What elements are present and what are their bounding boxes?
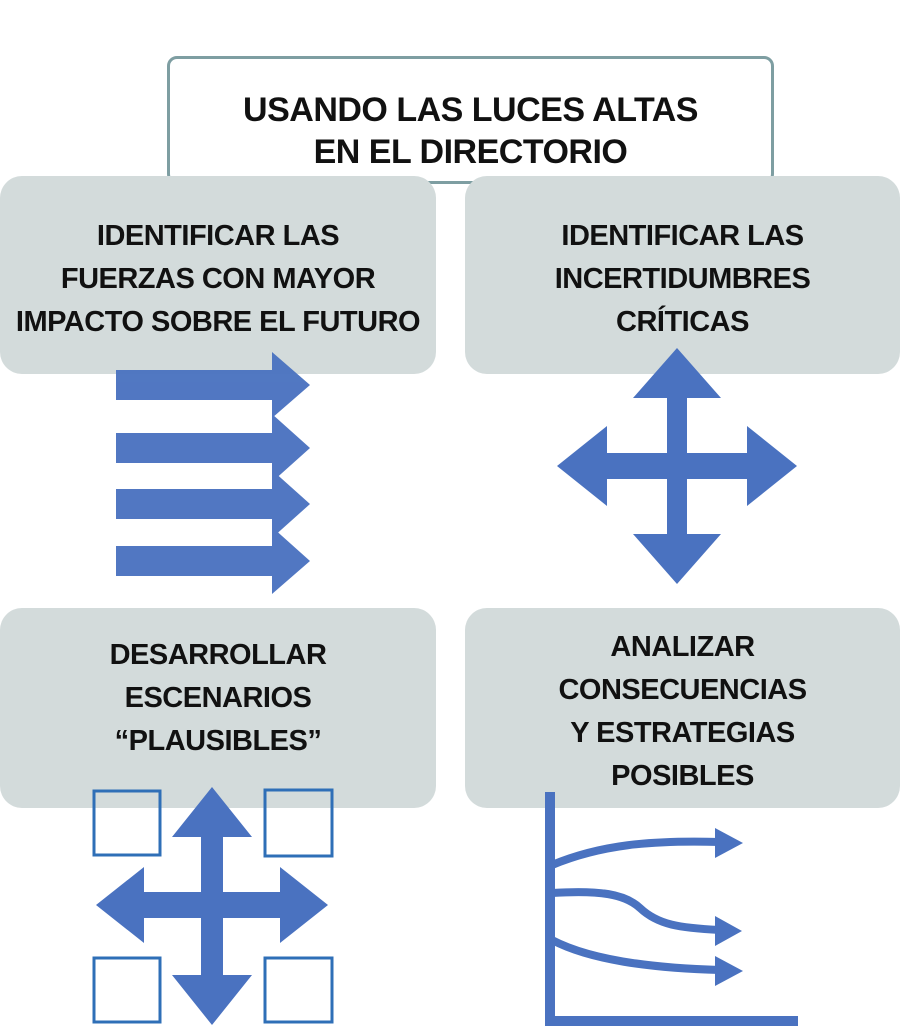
step-2-line-2: INCERTIDUMBRES <box>554 262 811 295</box>
right-arrow-icon <box>116 352 310 418</box>
right-arrow-icon <box>116 470 310 538</box>
quadrant-square-bottom-right <box>263 956 334 1024</box>
quadrant-square-top-right <box>263 788 334 858</box>
quadrant-square-top-left <box>92 789 162 857</box>
step-2-line-3: CRÍTICAS <box>616 305 749 338</box>
step-4-line-2: CONSECUENCIAS <box>558 674 807 706</box>
curve-middle <box>551 888 721 934</box>
step-3-line-2: ESCENARIOS <box>124 681 312 714</box>
arrowhead-upper <box>715 828 743 858</box>
right-arrow-icon <box>116 414 310 482</box>
four-way-arrow-icon <box>557 348 797 584</box>
step-3-line-1: DESARROLLAR <box>109 638 327 671</box>
curve-upper <box>550 837 721 869</box>
step-card-analyze-consequences: ANALIZAR CONSECUENCIAS Y ESTRATEGIAS POS… <box>465 608 900 808</box>
arrowhead-middle <box>715 916 742 946</box>
title-box: USANDO LAS LUCES ALTAS EN EL DIRECTORIO <box>167 56 774 184</box>
step-4-line-3: Y ESTRATEGIAS <box>570 717 795 749</box>
step-4-line-4: POSIBLES <box>611 760 754 792</box>
step-2-line-1: IDENTIFICAR LAS <box>561 219 804 252</box>
step-3-line-3: “PLAUSIBLES” <box>114 724 322 757</box>
diverging-curves-chart-icon <box>545 792 798 1026</box>
step-1-line-3: IMPACTO SOBRE EL FUTURO <box>15 305 421 338</box>
title-line-1: USANDO LAS LUCES ALTAS <box>243 91 698 129</box>
diagram-title: USANDO LAS LUCES ALTAS EN EL DIRECTORIO <box>170 89 771 173</box>
right-arrow-icon <box>116 527 310 594</box>
step-card-identify-uncertainties: IDENTIFICAR LAS INCERTIDUMBRES CRÍTICAS <box>465 176 900 374</box>
step-card-identify-forces: IDENTIFICAR LAS FUERZAS CON MAYOR IMPACT… <box>0 176 436 374</box>
step-1-line-1: IDENTIFICAR LAS <box>96 219 340 252</box>
quadrant-square-bottom-left <box>92 956 162 1024</box>
curve-lower <box>550 936 721 974</box>
step-4-line-1: ANALIZAR <box>610 631 755 663</box>
title-line-2: EN EL DIRECTORIO <box>313 133 628 171</box>
arrowhead-lower <box>715 956 743 986</box>
step-card-develop-scenarios: DESARROLLAR ESCENARIOS “PLAUSIBLES” <box>0 608 436 808</box>
step-1-line-2: FUERZAS CON MAYOR <box>60 262 376 295</box>
four-way-arrow-quadrants-icon <box>92 787 334 1025</box>
parallel-arrows-icon <box>116 352 310 594</box>
